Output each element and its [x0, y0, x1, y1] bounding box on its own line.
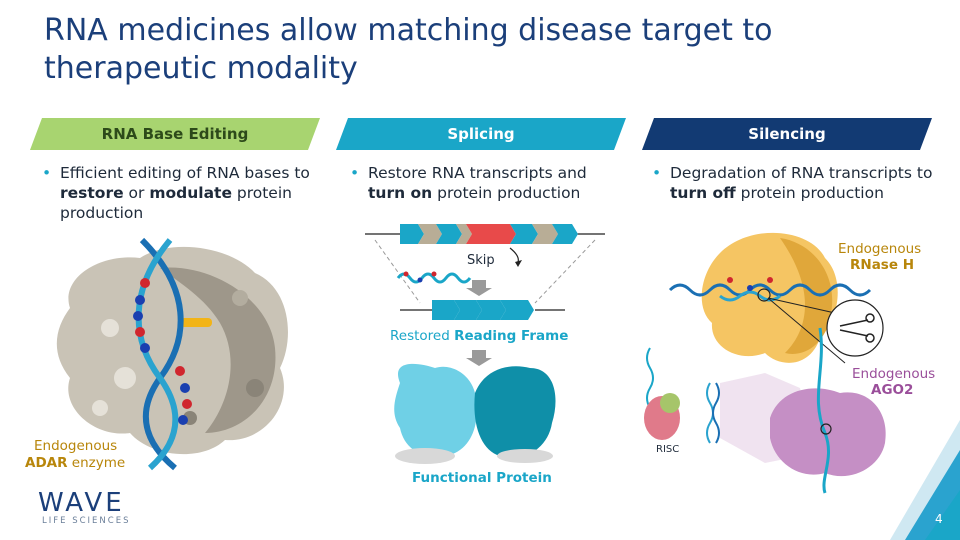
- bullet-dot: •: [652, 164, 662, 182]
- adar-enzyme-label-line1: Endogenous: [34, 438, 118, 454]
- skip-label: Skip: [467, 253, 495, 268]
- page-number: 4: [935, 512, 943, 526]
- wave-logo-wordmark: WAVE: [38, 488, 125, 518]
- rnase-h-label-line2: RNase H: [850, 257, 914, 273]
- wave-logo-subtitle: LIFE SCIENCES: [42, 516, 131, 526]
- ago2-label-line2: AGO2: [871, 382, 914, 398]
- restored-prefix: Restored: [390, 328, 455, 344]
- bullet-dot: •: [350, 164, 360, 182]
- header-rna-base-editing: RNA Base Editing: [30, 118, 320, 150]
- slide-title: RNA medicines allow matching disease tar…: [44, 13, 773, 86]
- rnase-h-label-line1: Endogenous: [838, 241, 922, 257]
- splicing-illustration: [365, 224, 605, 464]
- adar-label-rest: enzyme: [67, 455, 126, 471]
- silencing-illustration: [644, 232, 886, 494]
- header-banner-green: [30, 118, 320, 150]
- bullet-text: Degradation of RNA transcripts to turn o…: [670, 164, 933, 202]
- header-splicing: Splicing: [336, 118, 626, 150]
- bullet-text: Efficient editing of RNA bases to restor…: [60, 164, 310, 222]
- bullet-dot: •: [42, 164, 52, 182]
- header-banner-navy: [642, 118, 932, 150]
- bullet-text: Restore RNA transcripts and turn on prot…: [368, 164, 587, 202]
- functional-protein-label: Functional Protein: [412, 470, 552, 486]
- adar-enzyme-label-line2: ADAR enzyme: [25, 455, 125, 472]
- adar-enzyme-illustration: [56, 237, 288, 471]
- header-label: Splicing: [447, 125, 515, 143]
- ago2-label-line1: Endogenous: [852, 366, 936, 382]
- header-label: Silencing: [748, 125, 826, 143]
- restored-reading-frame-label: Restored Reading Frame: [390, 328, 568, 345]
- corner-decoration: [890, 420, 960, 540]
- risc-label: RISC: [656, 444, 680, 455]
- restored-bold: Reading Frame: [454, 328, 569, 344]
- adar-label-bold: ADAR: [25, 455, 68, 471]
- header-label: RNA Base Editing: [101, 125, 249, 143]
- header-banner-teal: [336, 118, 626, 150]
- header-silencing: Silencing: [642, 118, 932, 150]
